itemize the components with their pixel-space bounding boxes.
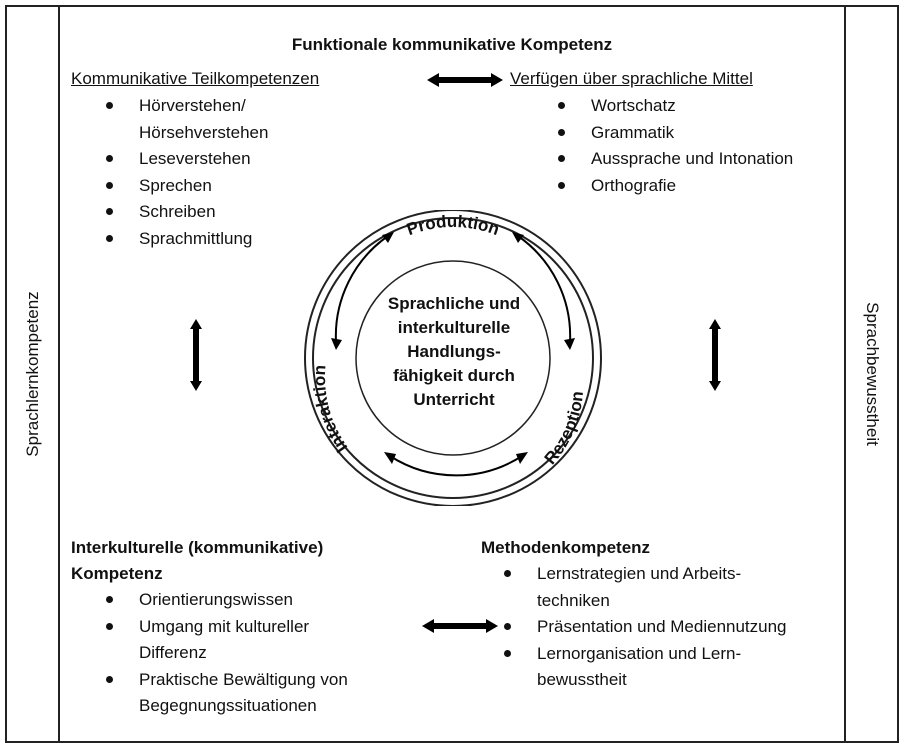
- list-item: Hörverstehen/: [105, 93, 268, 120]
- right-double-arrow: [709, 319, 721, 391]
- center-line: Unterricht: [413, 390, 495, 409]
- list-item-continuation: bewusstheit: [537, 670, 627, 689]
- center-line: interkulturelle: [397, 318, 511, 337]
- svg-text:Interaktion: Interaktion: [310, 364, 351, 456]
- cycle-arrow-bottom: [389, 455, 523, 477]
- central-circle-diagram: Produktion Interaktion Rezeption: [304, 210, 602, 506]
- list-item: Sprechen: [105, 173, 268, 200]
- list-item: Leseverstehen: [105, 146, 268, 173]
- arrowhead: [382, 232, 394, 243]
- heading-line: Interkulturelle (kommunikative): [71, 538, 324, 557]
- inner-circle: [355, 260, 551, 456]
- arrowhead: [331, 338, 342, 350]
- outer-ring-inner-line: [312, 217, 594, 499]
- list-item: Lernorganisation und Lern-: [504, 641, 787, 668]
- bottom-double-arrow: [422, 619, 498, 633]
- arrowhead: [564, 338, 575, 350]
- list-item-continuation: Hörsehverstehen: [139, 122, 269, 142]
- diagram-title: Funktionale kommunikative Kompetenz: [291, 35, 613, 54]
- heading-line: Kompetenz: [71, 564, 163, 583]
- list-item: Lernstrategien und Arbeits-: [504, 561, 787, 588]
- methoden-heading: Methodenkompetenz: [481, 538, 651, 557]
- arrowhead: [512, 232, 524, 243]
- arrowhead: [384, 452, 396, 464]
- list-item-continuation: techniken: [537, 590, 610, 610]
- ring-label-rezeption: Rezeption: [541, 390, 587, 468]
- top-double-arrow: [427, 73, 503, 87]
- list-item: Aussprache und Intonation: [557, 146, 793, 173]
- list-item: Präsentation und Mediennutzung: [504, 614, 787, 641]
- sprachbewusstheit-label: Sprachbewusstheit: [862, 302, 882, 446]
- svg-text:Rezeption: Rezeption: [541, 390, 587, 468]
- teilkompetenzen-heading: Kommunikative Teilkompetenzen: [71, 69, 320, 88]
- ring-label-interaktion: Interaktion: [310, 364, 351, 456]
- methoden-list: Lernstrategien und Arbeits- techniken Pr…: [504, 561, 787, 694]
- left-double-arrow: [190, 319, 202, 391]
- center-line: fähigkeit durch: [393, 366, 515, 385]
- interkulturell-heading: Interkulturelle (kommunikative) Kompeten…: [71, 535, 323, 587]
- cycle-arrow-left: [334, 235, 389, 343]
- list-item: Orientierungswissen: [106, 587, 348, 614]
- sprachlernkompetenz-label: Sprachlernkompetenz: [22, 291, 42, 457]
- center-line: Handlungs-: [407, 342, 501, 361]
- list-item-continuation: Differenz: [139, 643, 207, 662]
- center-line: Sprachliche und: [387, 294, 521, 313]
- right-side-panel: Sprachbewusstheit: [844, 5, 899, 743]
- cycle-arrow-right: [517, 235, 572, 343]
- list-item: Orthografie: [557, 173, 793, 200]
- list-item: Umgang mit kultureller: [106, 614, 348, 641]
- outer-ring: [304, 210, 602, 506]
- left-side-panel: Sprachlernkompetenz: [5, 5, 60, 743]
- teilkompetenzen-list: Hörverstehen/ Hörsehverstehen Leseverste…: [105, 93, 269, 253]
- ring-label-produktion: Produktion: [404, 212, 502, 239]
- mittel-heading: Verfügen über sprachliche Mittel: [510, 69, 753, 88]
- mittel-list: Wortschatz Grammatik Aussprache und Into…: [557, 93, 793, 200]
- list-item: Wortschatz: [557, 93, 793, 120]
- list-item: Schreiben: [105, 199, 268, 226]
- svg-text:Produktion: Produktion: [404, 212, 502, 239]
- list-item: Sprachmittlung: [105, 226, 268, 253]
- main-panel: [59, 5, 846, 743]
- arrowhead: [516, 452, 528, 464]
- list-item: Grammatik: [557, 120, 793, 147]
- list-item: Praktische Bewältigung von: [106, 667, 348, 694]
- interkulturell-list: Orientierungswissen Umgang mit kulturell…: [106, 587, 348, 720]
- list-item-continuation: Begegnungssituationen: [139, 696, 317, 715]
- center-label: Sprachliche und interkulturelle Handlung…: [365, 292, 543, 412]
